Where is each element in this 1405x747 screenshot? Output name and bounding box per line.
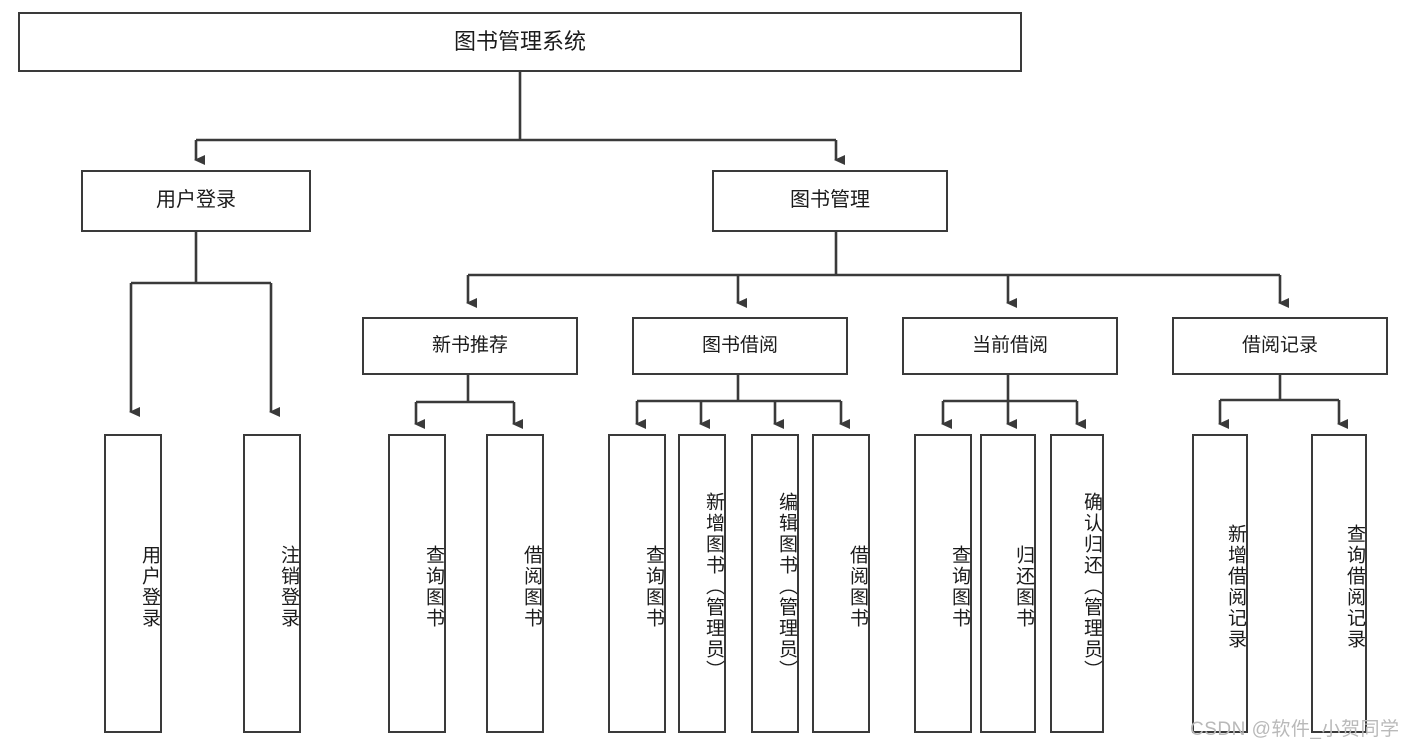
node-label: 借阅图书: [521, 544, 542, 629]
leaf-record-add-record[interactable]: 新增借阅记录: [1192, 434, 1248, 733]
node-label: 查询图书: [423, 544, 444, 629]
node-label: 当前借阅: [971, 334, 1048, 356]
node-label: 图书管理系统: [453, 29, 586, 55]
node-label: 图书借阅: [701, 334, 778, 356]
leaf-current-confirm-return-admin[interactable]: 确认归还（管理员）: [1050, 434, 1104, 733]
node-label: 归还图书: [1013, 544, 1034, 629]
leaf-user-login-signout[interactable]: 注销登录: [243, 434, 301, 733]
node-label: 注销登录: [278, 544, 299, 629]
node-label: 图书管理: [790, 189, 870, 212]
node-book-management[interactable]: 图书管理: [712, 170, 948, 232]
node-label: 借阅图书: [847, 544, 868, 629]
leaf-current-return-book[interactable]: 归还图书: [980, 434, 1036, 733]
node-current-borrow[interactable]: 当前借阅: [902, 317, 1118, 375]
node-borrow-record[interactable]: 借阅记录: [1172, 317, 1388, 375]
node-label: 确认归还（管理员）: [1081, 492, 1102, 681]
node-label: 新增借阅记录: [1225, 523, 1246, 650]
node-label: 用户登录: [156, 189, 236, 212]
leaf-recommend-borrow-book[interactable]: 借阅图书: [486, 434, 544, 733]
node-label: 查询图书: [949, 544, 970, 629]
leaf-borrow-edit-book-admin[interactable]: 编辑图书（管理员）: [751, 434, 799, 733]
node-label: 编辑图书（管理员）: [776, 492, 797, 681]
node-label: 借阅记录: [1241, 334, 1318, 356]
leaf-recommend-query-book[interactable]: 查询图书: [388, 434, 446, 733]
node-root-book-management-system[interactable]: 图书管理系统: [18, 12, 1022, 72]
leaf-user-login-signin[interactable]: 用户登录: [104, 434, 162, 733]
node-label: 查询借阅记录: [1344, 523, 1365, 650]
watermark-text: CSDN @软件_小贺同学: [1190, 719, 1400, 740]
node-label: 查询图书: [643, 544, 664, 629]
node-new-book-recommend[interactable]: 新书推荐: [362, 317, 578, 375]
leaf-borrow-query-book[interactable]: 查询图书: [608, 434, 666, 733]
node-label: 用户登录: [139, 544, 160, 629]
node-book-borrow[interactable]: 图书借阅: [632, 317, 848, 375]
leaf-borrow-borrow-book[interactable]: 借阅图书: [812, 434, 870, 733]
node-user-login[interactable]: 用户登录: [81, 170, 311, 232]
leaf-current-query-book[interactable]: 查询图书: [914, 434, 972, 733]
leaf-borrow-add-book-admin[interactable]: 新增图书（管理员）: [678, 434, 726, 733]
leaf-record-query-record[interactable]: 查询借阅记录: [1311, 434, 1367, 733]
node-label: 新增图书（管理员）: [703, 492, 724, 681]
node-label: 新书推荐: [431, 334, 508, 356]
